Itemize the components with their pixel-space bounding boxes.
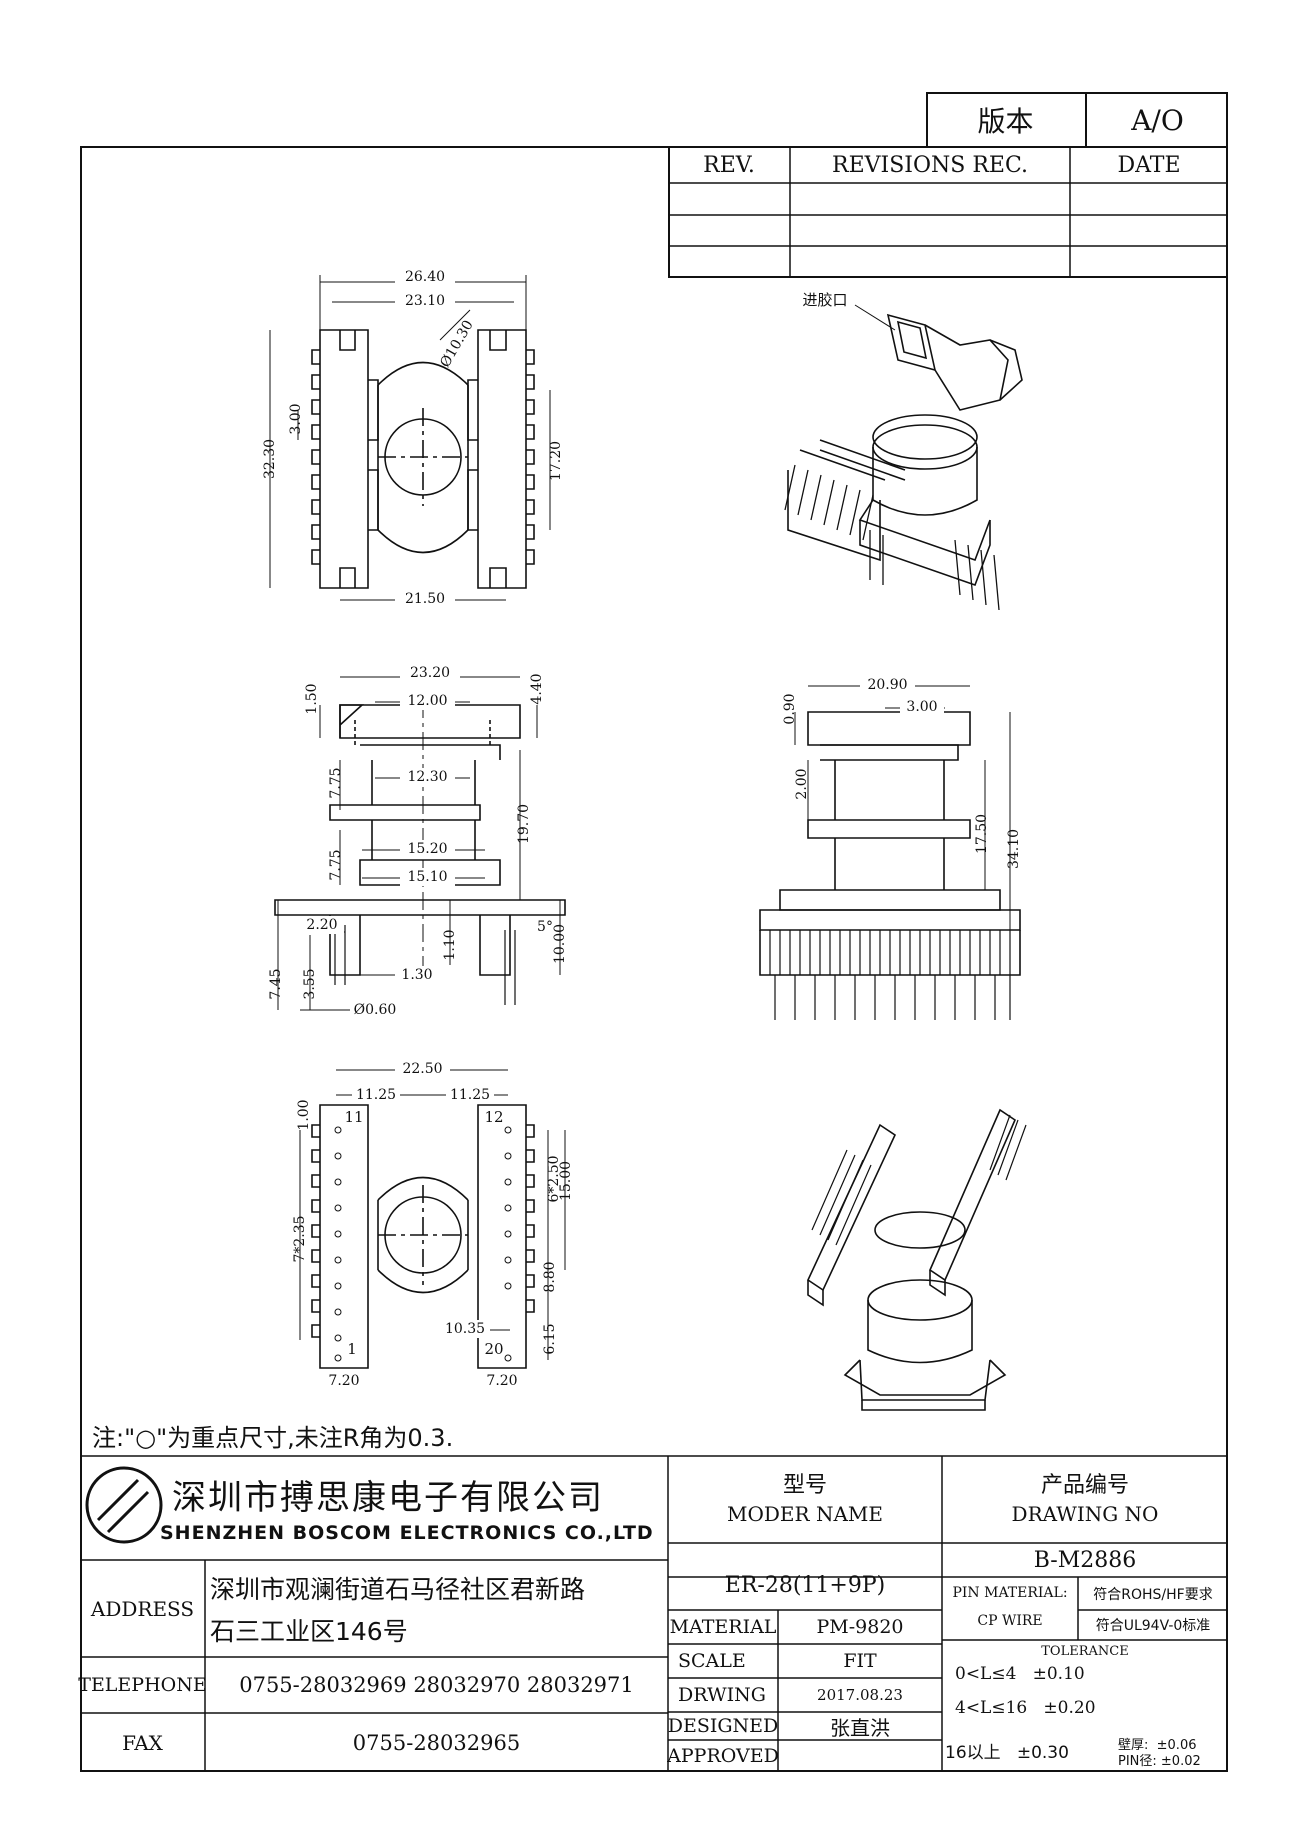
- fax-value: 0755-28032965: [352, 1730, 521, 1755]
- tolerance-row1: 0<L≤4 ±0.10: [955, 1664, 1085, 1684]
- company-logo: [85, 1466, 163, 1544]
- side-view: [759, 685, 1021, 1020]
- company-name-en: SHENZHEN BOSCOM ELECTRONICS CO.,LTD: [160, 1522, 654, 1544]
- rev-rec-header: REVISIONS REC.: [832, 153, 1028, 178]
- dim-top-a: 26.40: [395, 268, 455, 286]
- designed-value: 张直洪: [830, 1715, 890, 1740]
- dim-side-a: 20.90: [860, 676, 915, 694]
- address-line1: 深圳市观澜街道石马径社区君新路: [210, 1575, 586, 1604]
- model-label-cn: 型号: [782, 1473, 827, 1498]
- dim-mid-n: 7.45: [268, 968, 284, 1000]
- telephone-label: TELEPHONE: [78, 1674, 207, 1696]
- dim-bot-l: 7.20: [478, 1372, 526, 1390]
- dim-mid-o: 3.55: [302, 968, 318, 1000]
- wall-tolerance: 壁厚: ±0.06: [1118, 1738, 1197, 1753]
- tolerance-row3: 16以上 ±0.30: [945, 1743, 1069, 1763]
- dim-top-c: 21.50: [395, 590, 455, 608]
- drwing-label: DRWING: [678, 1684, 766, 1706]
- dim-top-h: 32.30: [262, 438, 278, 480]
- dim-bot-a: 22.50: [395, 1060, 450, 1078]
- dim-side-e: 17.50: [974, 813, 990, 855]
- dim-side-d: 2.00: [794, 768, 810, 800]
- dim-bot-h: 8.80: [542, 1261, 558, 1293]
- title-block-grid: [80, 1455, 1228, 1772]
- dim-mid-f: 1.50: [304, 683, 320, 715]
- pin-dia-tolerance: PIN径: ±0.02: [1118, 1754, 1201, 1769]
- dim-mid-d: 15.20: [400, 840, 455, 858]
- telephone-value: 0755-28032969 28032970 28032971: [239, 1673, 634, 1697]
- revisions-table: [668, 146, 1228, 278]
- dim-mid-p: 1.30: [395, 966, 439, 984]
- gate-label: 进胶口: [802, 290, 848, 309]
- material-label: MATERIAL: [669, 1616, 777, 1638]
- dim-mid-i: 7.75: [328, 849, 344, 881]
- drawing-no-label-en: DRAWING NO: [1011, 1502, 1159, 1526]
- rev-header: REV.: [703, 153, 755, 178]
- model-label-en: MODER NAME: [727, 1502, 883, 1526]
- drawing-no-value: B-M2886: [1033, 1547, 1137, 1573]
- company-name-cn: 深圳市搏思康电子有限公司: [172, 1478, 604, 1518]
- dim-mid-j: 19.70: [516, 803, 532, 845]
- scale-value: FIT: [843, 1650, 877, 1672]
- dim-side-c: 0.90: [782, 693, 798, 725]
- scale-label: SCALE: [678, 1650, 746, 1672]
- pin-20-label: 20: [484, 1340, 504, 1358]
- dim-bot-i: 6.15: [542, 1323, 558, 1355]
- version-label: 版本: [977, 105, 1034, 138]
- iso-view-top: [784, 304, 1023, 611]
- dim-mid-a: 23.20: [400, 664, 460, 682]
- drawing-note: 注:"○"为重点尺寸,未注R角为0.3.: [92, 1424, 454, 1452]
- dim-bot-k: 7.20: [320, 1372, 368, 1390]
- rev-date-header: DATE: [1117, 153, 1181, 178]
- drawing-frame: [80, 146, 1228, 1772]
- dim-mid-q: Ø0.60: [350, 1001, 400, 1019]
- dim-bot-e: 7*2.35: [292, 1215, 308, 1263]
- drwing-value: 2017.08.23: [817, 1686, 903, 1704]
- ul-compliance: 符合UL94V-0标准: [1095, 1618, 1211, 1634]
- dim-bot-b: 11.25: [352, 1086, 400, 1104]
- dim-mid-angle: 5°: [537, 919, 553, 935]
- tolerance-label: TOLERANCE: [1041, 1643, 1129, 1659]
- dim-top-h3: 17.20: [548, 440, 564, 482]
- pin-material-label: PIN MATERIAL:: [952, 1585, 1068, 1601]
- address-line2: 石三工业区146号: [210, 1617, 408, 1646]
- version-divider: [1085, 92, 1087, 148]
- approved-label: APPROVED: [667, 1745, 779, 1767]
- top-view: [269, 275, 551, 601]
- address-label: ADDRESS: [90, 1596, 195, 1621]
- dim-mid-e: 15.10: [400, 868, 455, 886]
- rohs-compliance: 符合ROHS/HF要求: [1093, 1586, 1213, 1603]
- dim-mid-g: 4.40: [529, 673, 545, 705]
- dim-mid-b: 12.00: [400, 692, 455, 710]
- dim-bot-g: 15.00: [558, 1160, 574, 1202]
- dim-side-b: 3.00: [900, 698, 944, 716]
- bottom-view: [299, 1069, 566, 1381]
- pin-1-label: 1: [347, 1340, 357, 1358]
- dim-mid-h: 7.75: [328, 767, 344, 799]
- dim-mid-k: 2.20: [300, 916, 344, 934]
- pin-11-label: 11: [344, 1108, 364, 1126]
- dim-mid-l: 1.10: [442, 929, 458, 961]
- designed-label: DESIGNED: [667, 1715, 779, 1737]
- tolerance-row2: 4<L≤16 ±0.20: [955, 1698, 1096, 1718]
- model-value: ER-28(11+9P): [724, 1572, 886, 1598]
- dim-top-h2: 3.00: [288, 403, 304, 435]
- drawing-no-label-cn: 产品编号: [1040, 1473, 1129, 1498]
- version-value: A/O: [1131, 103, 1184, 137]
- iso-view-bottom: [806, 1108, 1027, 1411]
- dim-bot-j: 10.35: [440, 1320, 490, 1338]
- dim-mid-c: 12.30: [400, 768, 455, 786]
- approved-value: [778, 1740, 942, 1772]
- fax-label: FAX: [122, 1730, 163, 1755]
- dim-side-f: 34.10: [1006, 828, 1022, 870]
- dim-bot-c: 11.25: [446, 1086, 494, 1104]
- pin-12-label: 12: [484, 1108, 504, 1126]
- material-value: PM-9820: [816, 1616, 904, 1638]
- dim-bot-d: 1.00: [296, 1099, 312, 1131]
- dim-top-b: 23.10: [395, 292, 455, 310]
- pin-material-value: CP WIRE: [977, 1613, 1043, 1629]
